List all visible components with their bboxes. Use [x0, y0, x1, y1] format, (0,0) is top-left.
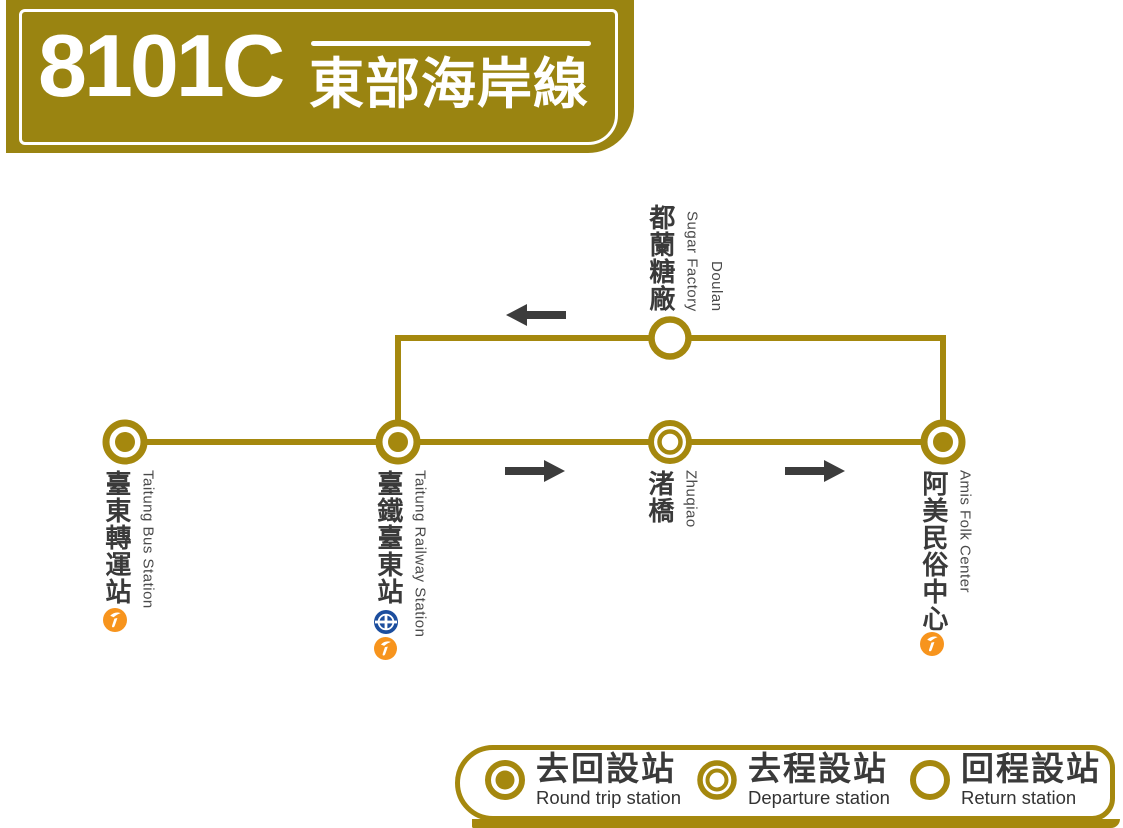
station-name-en: Taitung Bus Station	[139, 470, 157, 609]
legend-label-en: Round trip station	[536, 787, 682, 808]
legend-label-en: Departure station	[748, 787, 890, 808]
station-name-zh: 都蘭糖廠	[645, 204, 676, 312]
route-name-rule	[311, 41, 591, 46]
station-name-en: Amis Folk Center	[956, 470, 974, 594]
station-name-zh: 阿美民俗中心	[918, 470, 949, 632]
return-station-icon	[910, 760, 950, 801]
visitor-info-icon	[920, 632, 944, 656]
station-name-en-line1: Doulan	[707, 261, 725, 312]
station-name-zh: 臺東轉運站	[101, 470, 132, 605]
station-name-en: Zhuqiao	[682, 470, 700, 528]
visitor-info-icon	[103, 608, 127, 632]
station-label-doulan: 都蘭糖廠 Sugar Factory Doulan	[645, 204, 725, 312]
legend-box	[455, 745, 1115, 821]
station-name-en-line2: Sugar Factory	[683, 211, 701, 312]
right-arrow-icon	[785, 460, 845, 482]
legend-label-en: Return station	[961, 787, 1077, 808]
station-name-zh: 渚橋	[644, 470, 675, 524]
station-circle-zhuqiao	[648, 420, 692, 464]
route-header-banner: 8101C 東部海岸線	[6, 0, 634, 153]
legend-item-departure: 去程設站 Departure station	[695, 752, 890, 808]
legend-label-zh: 回程設站	[961, 750, 1101, 787]
departure-station-icon	[697, 760, 737, 800]
station-circle-amis	[920, 419, 966, 465]
station-circle-taitung-bus	[102, 419, 148, 465]
legend-item-return: 回程設站 Return station	[908, 752, 1101, 808]
legend-underline-bar	[472, 819, 1120, 828]
station-label-zhuqiao: 渚橋 Zhuqiao	[644, 470, 700, 528]
station-name-zh: 臺鐵臺東站	[373, 470, 404, 605]
station-name-en: Taitung Railway Station	[411, 470, 429, 638]
banner-inner-border	[19, 9, 618, 145]
railway-icon	[374, 610, 398, 634]
right-arrow-icon	[505, 460, 565, 482]
route-name: 東部海岸線	[309, 53, 590, 115]
legend-item-round-trip: 去回設站 Round trip station	[483, 752, 681, 808]
round-trip-station-icon	[485, 760, 525, 801]
left-arrow-icon	[506, 304, 566, 326]
station-label-taitung-railway: 臺鐵臺東站 Taitung Railway Station	[373, 470, 429, 638]
station-circle-taitung-railway	[375, 419, 421, 465]
legend-label-zh: 去回設站	[536, 750, 676, 787]
visitor-info-icon	[374, 637, 398, 661]
route-number: 8101C	[38, 16, 285, 115]
station-label-amis: 阿美民俗中心 Amis Folk Center	[918, 470, 974, 632]
legend-label-zh: 去程設站	[748, 750, 888, 787]
station-label-taitung-bus: 臺東轉運站 Taitung Bus Station	[101, 470, 157, 609]
station-circle-doulan	[648, 316, 692, 360]
